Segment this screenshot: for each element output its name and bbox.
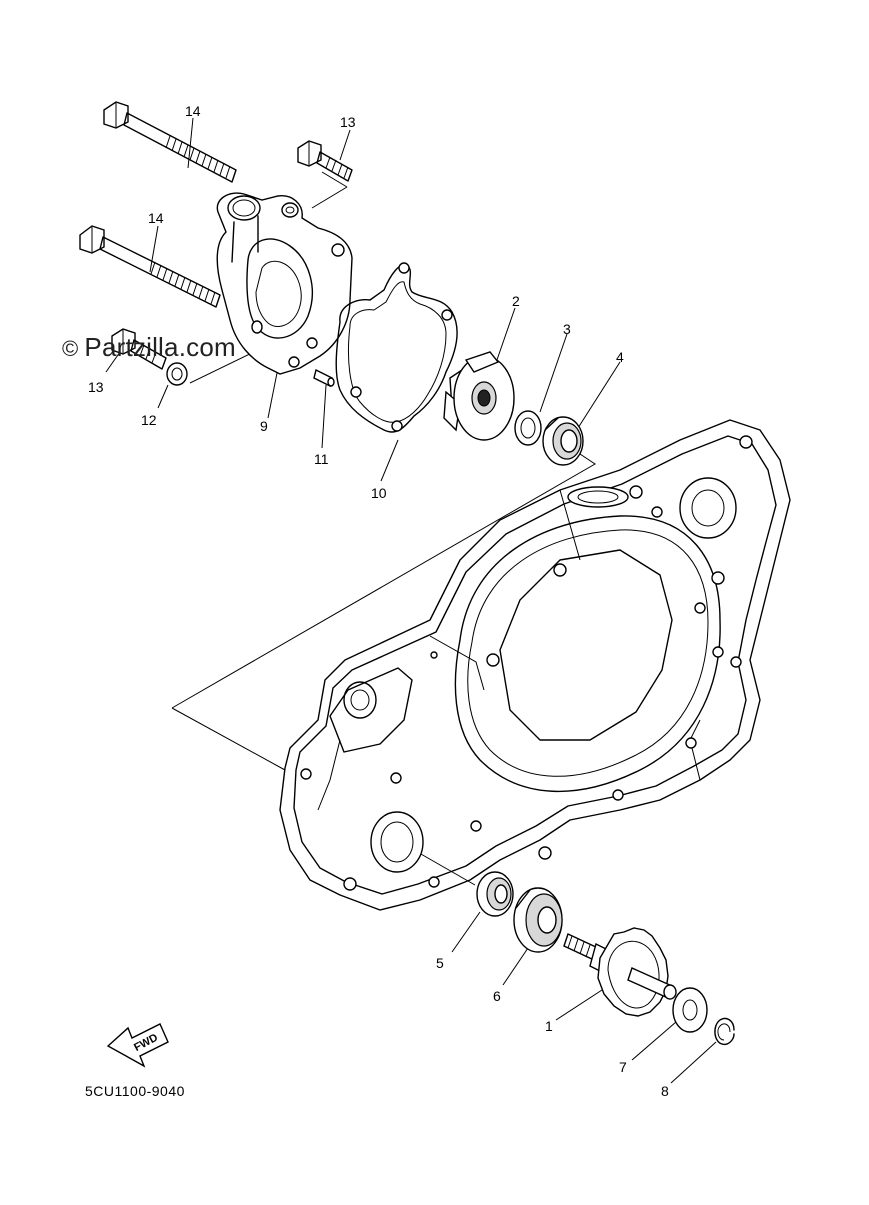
partzilla-watermark: ©Partzilla.com [62, 332, 236, 363]
long-bolt-lower [79, 225, 221, 308]
callout-7: 7 [619, 1059, 627, 1075]
leader-lines [105, 117, 717, 1084]
short-bolt-lower [111, 328, 167, 370]
callout-2: 2 [512, 293, 520, 309]
oil-seal [514, 410, 542, 446]
washer-7 [672, 987, 708, 1033]
diagram-reference-code: 5CU1100-9040 [85, 1083, 185, 1099]
bearing-6 [513, 887, 563, 953]
callout-4: 4 [616, 349, 624, 365]
bearing-5 [476, 871, 514, 917]
callout-8: 8 [661, 1083, 669, 1099]
washer-12 [166, 362, 188, 386]
callout-5: 5 [436, 955, 444, 971]
circlip [714, 1017, 735, 1046]
short-bolt-upper [297, 140, 353, 182]
callout-14-lower: 14 [148, 210, 164, 226]
impeller [443, 351, 515, 441]
callout-14-upper: 14 [185, 103, 201, 119]
watermark-text: Partzilla.com [84, 332, 236, 362]
callout-3: 3 [563, 321, 571, 337]
water-pump-cover [216, 192, 353, 375]
callout-9: 9 [260, 418, 268, 434]
gasket [335, 262, 458, 433]
dowel-pin [313, 368, 335, 388]
callout-13-upper: 13 [340, 114, 356, 130]
callout-10: 10 [371, 485, 387, 501]
bearing-4 [542, 416, 584, 466]
callout-13-lower: 13 [88, 379, 104, 395]
forward-arrow-icon: FWD [106, 1023, 169, 1068]
long-bolt-upper [103, 101, 237, 183]
copyright-symbol: © [62, 336, 79, 361]
crankcase [279, 419, 791, 911]
callout-12: 12 [141, 412, 157, 428]
crankcase-bolt-holes [300, 435, 753, 891]
impeller-shaft-gear [563, 927, 677, 1017]
callout-6: 6 [493, 988, 501, 1004]
callout-11: 11 [314, 451, 329, 467]
callout-1: 1 [545, 1018, 553, 1034]
